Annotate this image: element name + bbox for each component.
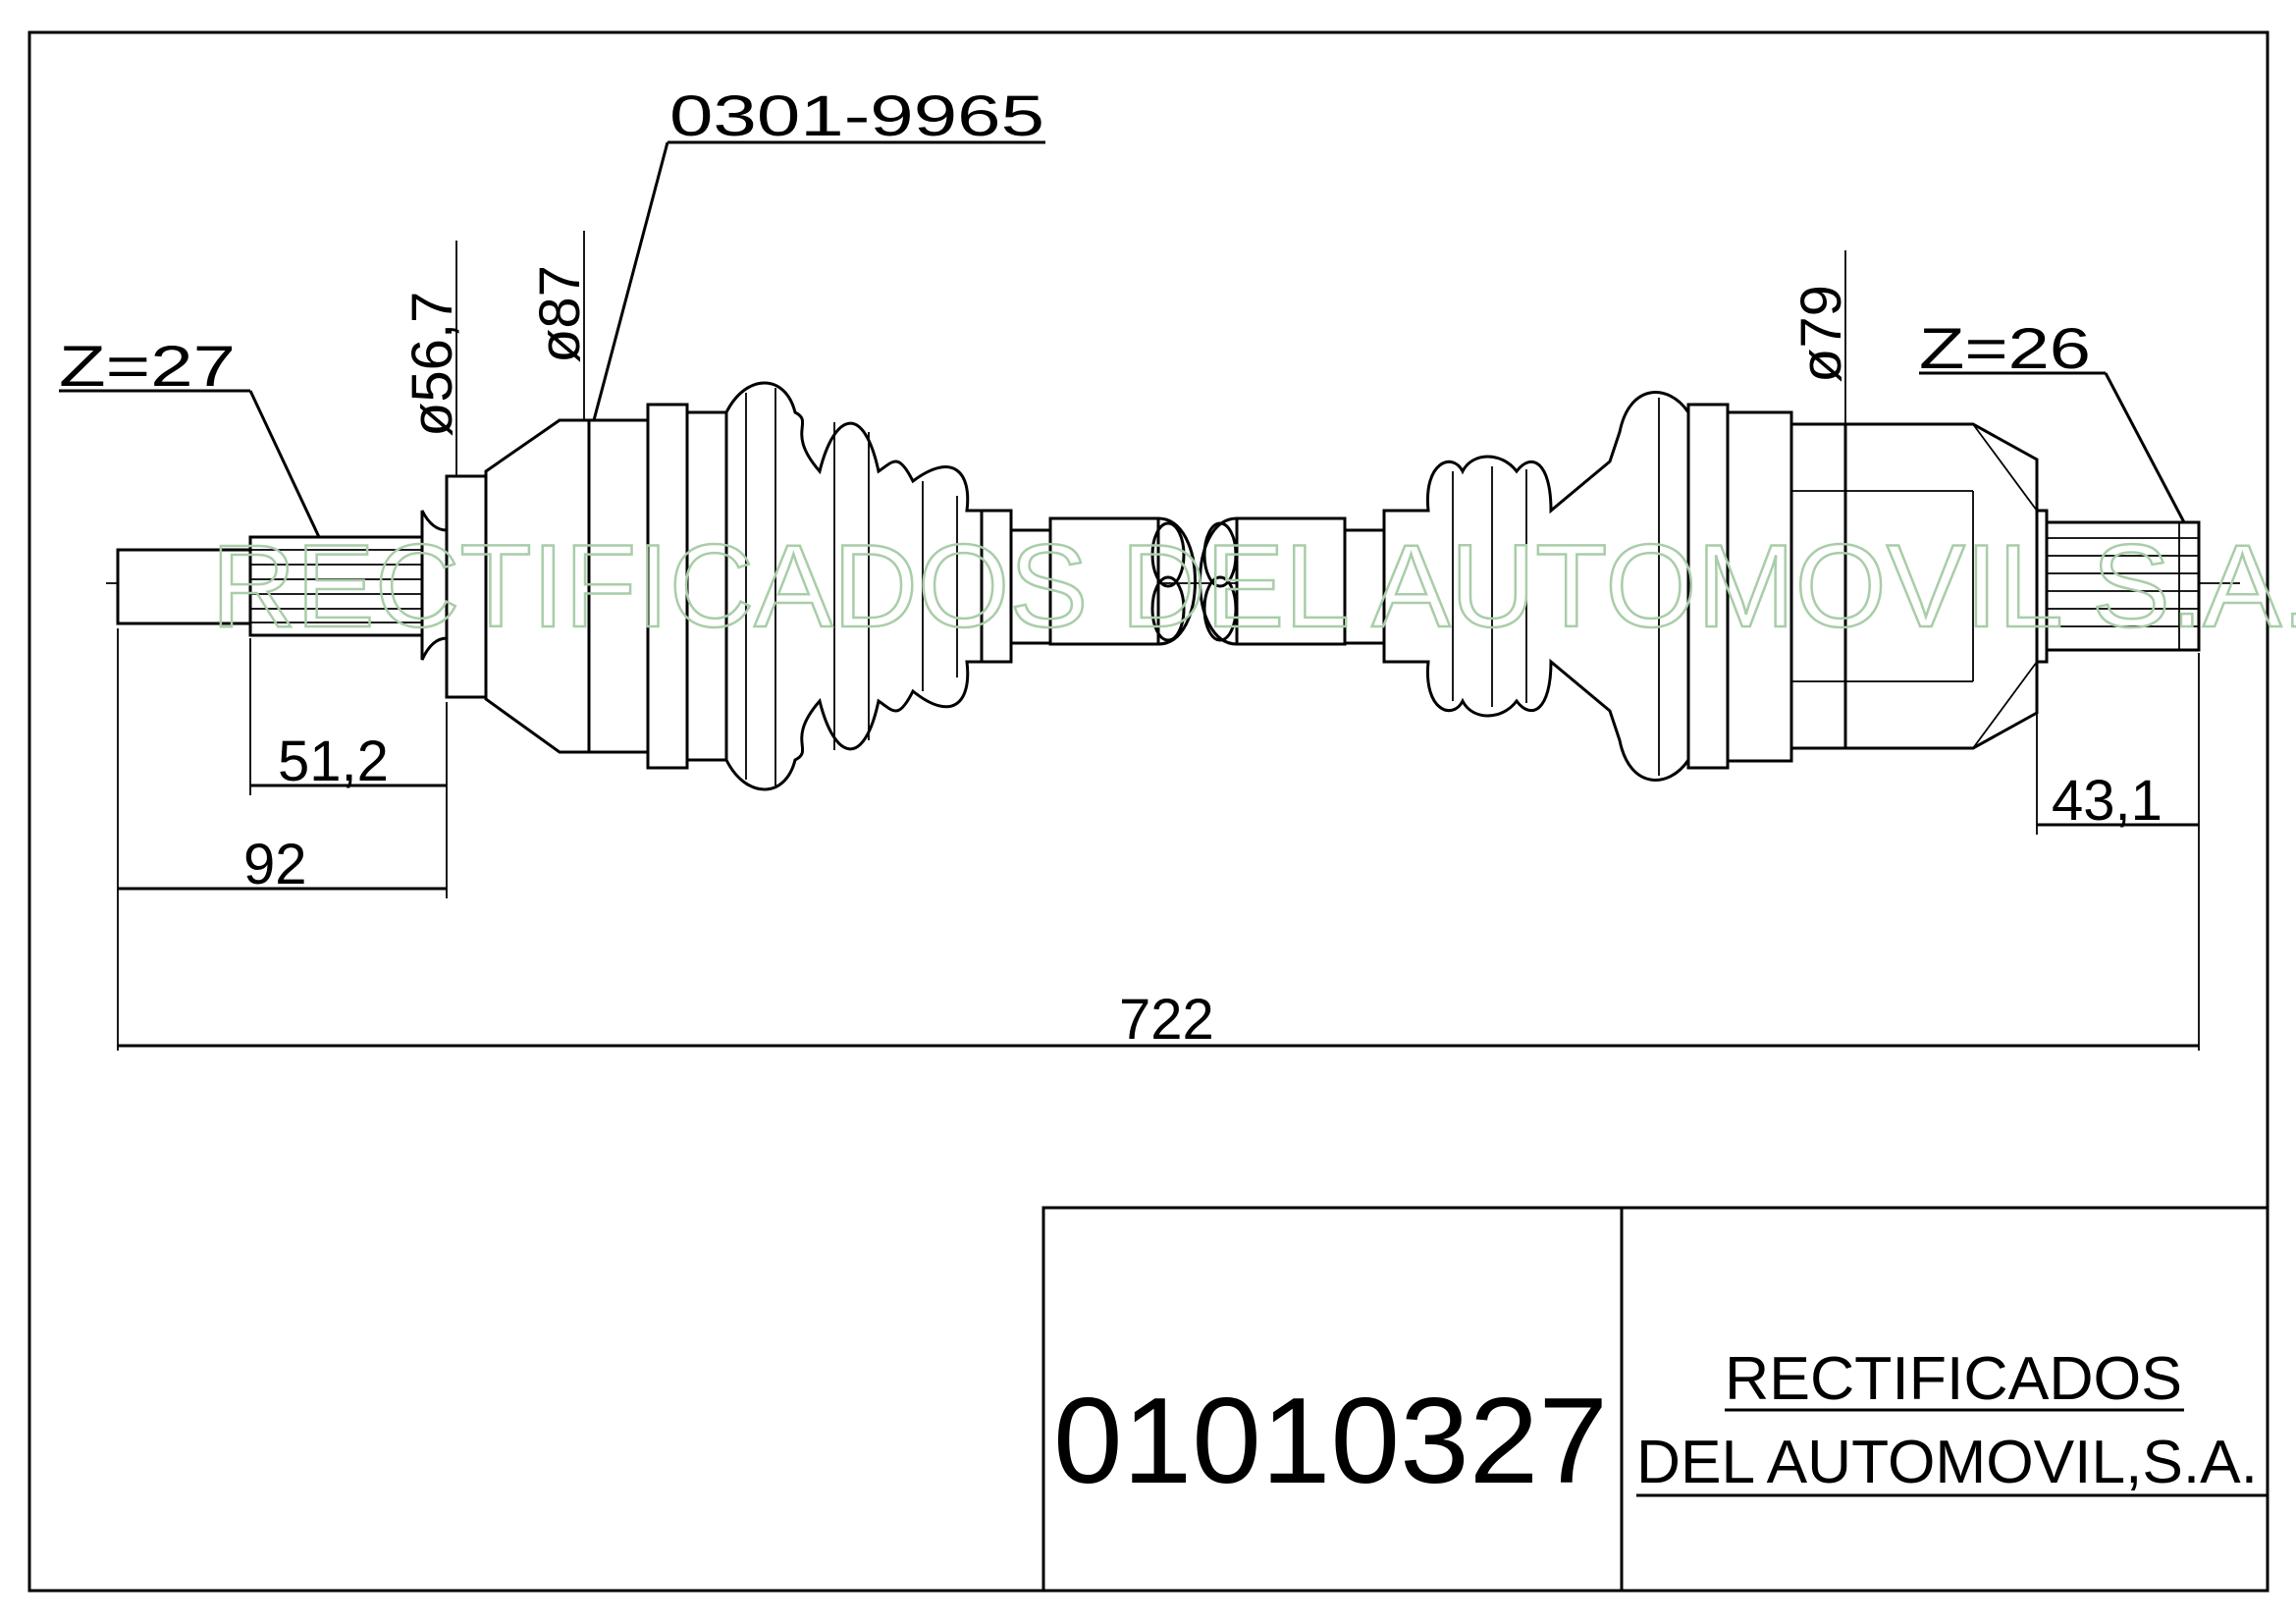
watermark-text: RECTIFICADOS DEL AUTOMOVIL S.A.	[211, 520, 2296, 652]
title-block	[1041, 1206, 2269, 1593]
len-right-stub-label: 43,1	[2052, 769, 2163, 833]
left-stub-shaft	[116, 510, 449, 661]
len-total-label: 722	[1119, 988, 1214, 1052]
len-left-spline-label: 51,2	[278, 730, 389, 793]
part-number: 01010327	[1053, 1374, 1608, 1509]
len-left-stub-label: 92	[243, 833, 307, 896]
company-name-line2: DEL AUTOMOVIL,S.A.	[1636, 1429, 2258, 1496]
dia-inner-left-label: ø56,7	[400, 292, 464, 437]
right-stub-shaft	[2045, 520, 2201, 652]
dimension-lines	[59, 140, 2200, 1051]
part-reference-label: 0301-9965	[669, 84, 1044, 148]
right-spline-label: Z=26	[1919, 317, 2091, 381]
dia-right-joint-label: ø79	[1789, 285, 1853, 383]
left-spline-label: Z=27	[59, 335, 236, 399]
intermediate-shaft	[1009, 516, 1386, 646]
dia-left-joint-label: ø87	[528, 265, 592, 363]
left-boot	[646, 381, 1013, 791]
company-name-line1: RECTIFICADOS	[1725, 1345, 2182, 1413]
